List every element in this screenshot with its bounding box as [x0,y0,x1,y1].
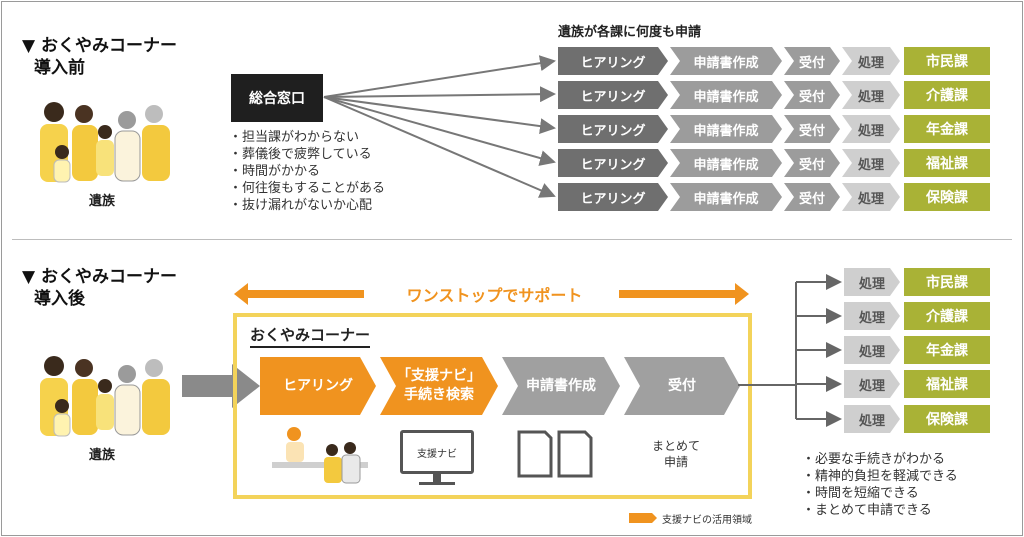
family-illustration-after [32,348,182,438]
dept-welfare: 福祉課 [904,149,990,177]
dept-insurance: 保険課 [904,183,990,211]
legend-swatch [629,513,657,523]
issue-item: 葬儀後で疲弊している [229,146,385,163]
after-process: 処理 [844,405,900,433]
one-stop-arrow-icon [234,283,749,305]
step-hearing: ヒアリング [558,149,668,177]
after-dept-insurance: 保険課 [904,405,990,433]
after-process: 処理 [844,268,900,296]
after-step-navi-search: 「支援ナビ」 手続き検索 [380,357,498,415]
step-form: 申請書作成 [670,47,782,75]
family-icon [40,356,170,437]
family-icon [40,102,170,183]
step-reception: 受付 [784,149,840,177]
before-title-line2: 導入前 [34,58,85,78]
after-step-search-label: 手続き検索 [404,387,474,403]
after-step-hearing-label: ヒアリング [283,377,353,394]
corner-title: おくやみコーナー [250,324,371,348]
step-process: 処理 [842,47,900,75]
after-dept-pension: 年金課 [904,336,990,364]
after-benefits-list: 必要な手続きがわかる 精神的負担を軽減できる 時間を短縮できる まとめて申請でき… [802,451,958,519]
issue-item: 担当課がわからない [229,129,385,146]
step-form: 申請書作成 [670,81,782,109]
fan-arrows [323,55,556,198]
step-hearing: ヒアリング [558,115,668,143]
one-stop-label: ワンストップでサポート [406,286,583,305]
corner-box [233,313,752,499]
benefit-item: 必要な手続きがわかる [802,451,958,468]
bulk-apply-note: まとめて 申請 [634,438,718,470]
before-title: ▼ おくやみコーナー 導入前 [22,35,177,79]
legend-label: 支援ナビの活用領域 [662,515,752,526]
step-process: 処理 [842,115,900,143]
monitor-stand [433,474,441,482]
after-dept-citizens: 市民課 [904,268,990,296]
step-form: 申請書作成 [670,183,782,211]
issue-item: 時間がかかる [229,163,385,180]
after-process: 処理 [844,302,900,330]
after-dept-care: 介護課 [904,302,990,330]
after-process: 処理 [844,370,900,398]
entry-arrow-icon [182,364,260,408]
family-label-before: 遺族 [88,193,115,209]
distribution-arrows [738,274,842,427]
benefit-item: 精神的負担を軽減できる [802,468,958,485]
dept-citizens: 市民課 [904,47,990,75]
benefit-item: まとめて申請できる [802,502,958,519]
step-hearing: ヒアリング [558,47,668,75]
family-illustration-before [32,94,182,184]
after-dept-welfare: 福祉課 [904,370,990,398]
monitor-label: 支援ナビ [417,448,457,460]
after-step-navi-label: 「支援ナビ」 [397,368,481,384]
general-window-box: 総合窓口 [231,74,323,122]
section-divider [12,239,1012,240]
step-form: 申請書作成 [670,115,782,143]
before-issues-list: 担当課がわからない 葬儀後で疲弊している 時間がかかる 何往復もすることがある … [229,129,385,214]
bulk-apply-line1: まとめて [651,439,700,453]
step-form: 申請書作成 [670,149,782,177]
issue-item: 抜け漏れがないか心配 [229,197,385,214]
after-step-reception-label: 受付 [668,377,696,394]
after-step-form: 申請書作成 [502,357,620,415]
after-title-line1: ▼ おくやみコーナー [22,267,177,287]
dept-pension: 年金課 [904,115,990,143]
bulk-apply-line2: 申請 [663,455,688,469]
after-step-hearing: ヒアリング [260,357,376,415]
after-process: 処理 [844,336,900,364]
hearing-illustration-icon [272,427,368,484]
after-title: ▼ おくやみコーナー 導入後 [22,266,177,310]
before-note: 遺族が各課に何度も申請 [558,25,702,40]
monitor-base [419,482,455,485]
after-title-line2: 導入後 [34,289,85,309]
step-process: 処理 [842,149,900,177]
step-hearing: ヒアリング [558,81,668,109]
step-hearing: ヒアリング [558,183,668,211]
issue-item: 何往復もすることがある [229,180,385,197]
after-step-form-label: 申請書作成 [526,377,596,394]
monitor-icon: 支援ナビ [400,430,474,474]
benefit-item: 時間を短縮できる [802,485,958,502]
dept-care: 介護課 [904,81,990,109]
documents-icon [517,430,593,478]
before-title-line1: ▼ おくやみコーナー [22,36,177,56]
family-label-after: 遺族 [88,447,115,463]
after-step-reception: 受付 [624,357,740,415]
